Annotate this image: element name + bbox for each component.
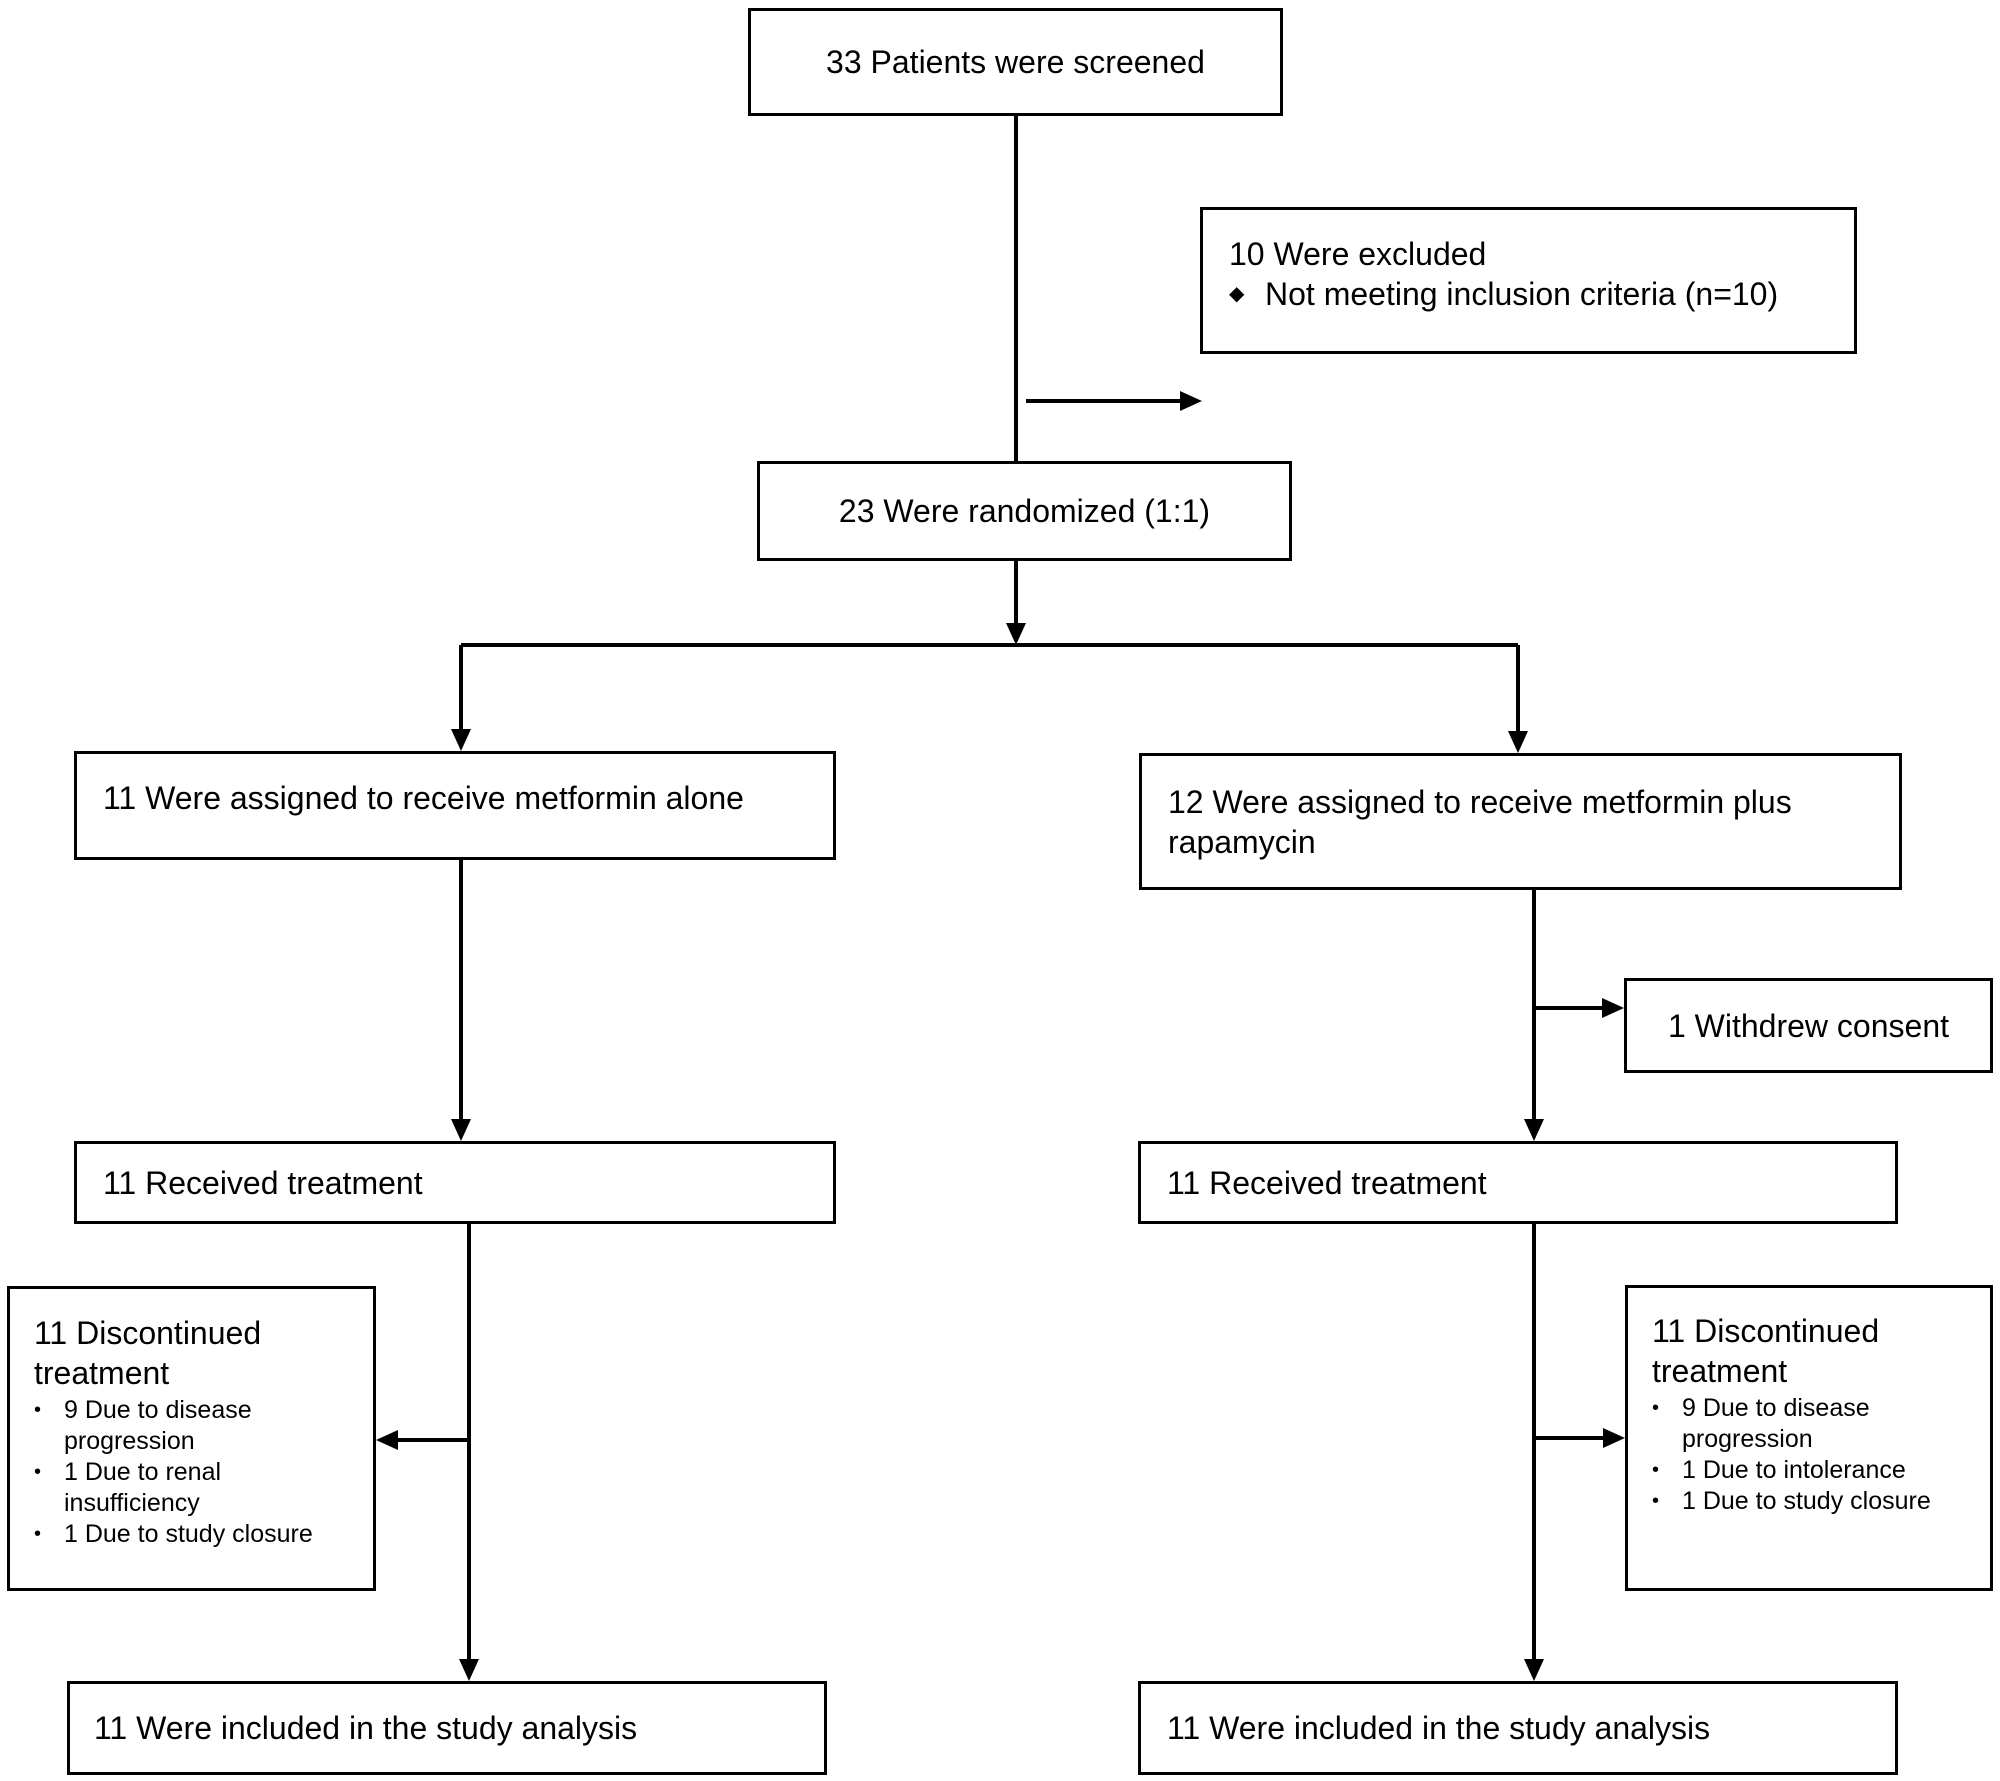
right-analysis-box: 11 Were included in the study analysis bbox=[1138, 1681, 1898, 1775]
right-discontinued-reason-item: • 9 Due to disease progression bbox=[1652, 1394, 1870, 1453]
left-discontinued-reason-item: • 1 Due to study closure bbox=[34, 1520, 313, 1548]
left-analysis-box: 11 Were included in the study analysis bbox=[67, 1681, 827, 1775]
right-received-label: 11 Received treatment bbox=[1167, 1164, 1487, 1201]
diamond-bullet-icon: ◆ bbox=[1229, 283, 1245, 305]
withdrew-label: 1 Withdrew consent bbox=[1667, 1007, 1949, 1044]
bullet-icon: • bbox=[34, 1461, 42, 1483]
arrowhead-right-assigned bbox=[1508, 731, 1528, 753]
left-discontinued-label: 11 Discontinued treatment bbox=[34, 1315, 262, 1391]
left-analysis-label: 11 Were included in the study analysis bbox=[94, 1710, 638, 1746]
right-discontinued-box: 11 Discontinued treatment • 9 Due to dis… bbox=[1625, 1285, 1993, 1591]
screened-label: 33 Patients were screened bbox=[826, 44, 1205, 80]
bullet-icon: • bbox=[1652, 1397, 1660, 1419]
excluded-box: 10 Were excluded ◆ Not meeting inclusion… bbox=[1200, 207, 1857, 354]
right-assigned-label: 12 Were assigned to receive metformin pl… bbox=[1168, 784, 1792, 860]
randomized-box: 23 Were randomized (1:1) bbox=[757, 461, 1292, 561]
right-discontinued-reason-item: • 1 Due to intolerance bbox=[1652, 1456, 1906, 1484]
left-discontinued-reason-item: • 1 Due to renal insufficiency bbox=[34, 1458, 222, 1517]
arrowhead-excluded bbox=[1180, 391, 1202, 411]
left-discontinued-reasons: • 9 Due to disease progression • 1 Due t… bbox=[34, 1395, 363, 1550]
screened-box: 33 Patients were screened bbox=[748, 8, 1283, 116]
bullet-icon: • bbox=[1652, 1490, 1660, 1512]
right-discontinued-label: 11 Discontinued treatment bbox=[1652, 1313, 1880, 1389]
left-assigned-label: 11 Were assigned to receive metformin al… bbox=[103, 780, 744, 816]
arrowhead-left-analysis bbox=[459, 1659, 479, 1681]
left-discontinued-box: 11 Discontinued treatment • 9 Due to dis… bbox=[7, 1286, 376, 1591]
left-received-label: 11 Received treatment bbox=[103, 1164, 423, 1201]
right-assigned-box: 12 Were assigned to receive metformin pl… bbox=[1139, 753, 1902, 890]
left-assigned-box: 11 Were assigned to receive metformin al… bbox=[74, 751, 836, 860]
left-received-box: 11 Received treatment bbox=[74, 1141, 836, 1224]
arrowhead-right-received bbox=[1524, 1119, 1544, 1141]
arrowhead-right-analysis bbox=[1524, 1659, 1544, 1681]
arrowhead-randomized bbox=[1006, 623, 1026, 645]
arrowhead-left-received bbox=[451, 1119, 471, 1141]
excluded-reason-item: ◆ Not meeting inclusion criteria (n=10) bbox=[1229, 276, 1779, 312]
excluded-label: 10 Were excluded bbox=[1229, 236, 1487, 272]
excluded-reasons: ◆ Not meeting inclusion criteria (n=10) bbox=[1229, 274, 1854, 314]
bullet-icon: • bbox=[34, 1399, 42, 1421]
right-discontinued-reason-item: • 1 Due to study closure bbox=[1652, 1487, 1931, 1515]
arrowhead-left-discontinued bbox=[376, 1430, 398, 1450]
randomized-label: 23 Were randomized (1:1) bbox=[838, 493, 1211, 529]
right-received-box: 11 Received treatment bbox=[1138, 1141, 1898, 1224]
arrowhead-left-assigned bbox=[451, 729, 471, 751]
arrowhead-right-discontinued bbox=[1603, 1428, 1625, 1448]
bullet-icon: • bbox=[1652, 1459, 1660, 1481]
arrowhead-withdrew bbox=[1602, 998, 1624, 1018]
withdrew-box: 1 Withdrew consent bbox=[1624, 978, 1993, 1073]
right-analysis-label: 11 Were included in the study analysis bbox=[1167, 1710, 1711, 1746]
bullet-icon: • bbox=[34, 1523, 42, 1545]
left-discontinued-reason-item: • 9 Due to disease progression bbox=[34, 1396, 252, 1455]
right-discontinued-reasons: • 9 Due to disease progression • 1 Due t… bbox=[1652, 1393, 1980, 1517]
